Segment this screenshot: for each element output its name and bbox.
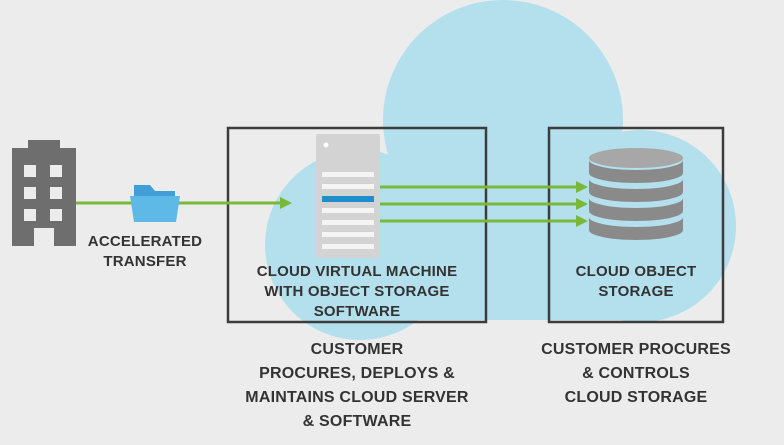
storage-caption-line: & CONTROLS bbox=[582, 365, 690, 382]
storage-box-label: CLOUD OBJECT STORAGE bbox=[551, 262, 721, 302]
building-icon bbox=[12, 140, 76, 246]
vm-caption: CUSTOMER PROCURES, DEPLOYS & MAINTAINS C… bbox=[212, 338, 502, 434]
cloud-shape bbox=[265, 0, 736, 340]
vm-caption-line: PROCURES, DEPLOYS & bbox=[259, 365, 455, 382]
storage-caption-line: CUSTOMER PROCURES bbox=[541, 341, 731, 358]
storage-caption: CUSTOMER PROCURES & CONTROLS CLOUD STORA… bbox=[521, 338, 751, 410]
transfer-arrow bbox=[76, 197, 292, 209]
server-tower-icon bbox=[316, 134, 380, 258]
vm-caption-line: MAINTAINS CLOUD SERVER bbox=[245, 389, 469, 406]
storage-caption-line: CLOUD STORAGE bbox=[564, 389, 708, 406]
vm-box-label-line: SOFTWARE bbox=[313, 303, 401, 320]
transfer-label-line: TRANSFER bbox=[103, 253, 187, 270]
transfer-label-line: ACCELERATED bbox=[87, 233, 203, 250]
storage-box bbox=[547, 126, 725, 324]
storage-box-label-line: STORAGE bbox=[598, 283, 674, 300]
vm-box-label-line: CLOUD VIRTUAL MACHINE bbox=[256, 263, 458, 280]
folder-icon bbox=[130, 185, 180, 222]
vm-box-label: CLOUD VIRTUAL MACHINE WITH OBJECT STORAG… bbox=[230, 262, 484, 322]
storage-arrows bbox=[380, 181, 588, 227]
database-icon bbox=[589, 148, 683, 240]
vm-box bbox=[226, 126, 488, 324]
transfer-label: ACCELERATED TRANSFER bbox=[70, 232, 220, 272]
vm-box-label-line: WITH OBJECT STORAGE bbox=[264, 283, 450, 300]
vm-caption-line: CUSTOMER bbox=[310, 341, 404, 358]
storage-box-label-line: CLOUD OBJECT bbox=[575, 263, 697, 280]
vm-caption-line: & SOFTWARE bbox=[302, 413, 412, 430]
